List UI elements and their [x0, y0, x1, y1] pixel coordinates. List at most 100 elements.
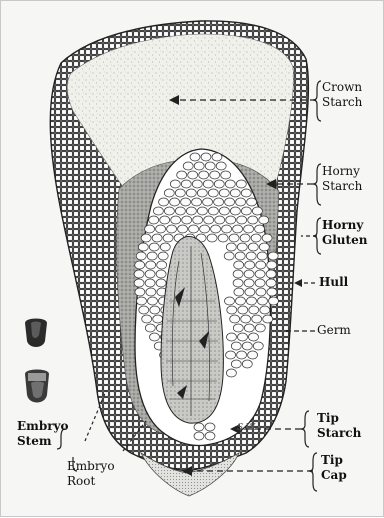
germ-cell: [134, 279, 144, 287]
germ-cell: [255, 270, 265, 278]
germ-cell: [160, 243, 170, 251]
germ-cell: [212, 153, 222, 161]
germ-cell: [237, 216, 247, 224]
germ-cell: [141, 234, 151, 242]
germ-cell: [148, 297, 158, 305]
germ-cell: [194, 432, 204, 440]
germ-cell: [171, 216, 181, 224]
kernel-thumbnail-bottom: [25, 370, 49, 403]
germ-cell: [247, 297, 257, 305]
germ-cell: [244, 324, 254, 332]
germ-cell: [257, 252, 267, 260]
germ-cell: [227, 333, 237, 341]
label-tip-cap: Tip Cap: [321, 453, 347, 483]
germ-cell: [246, 252, 256, 260]
germ-cell: [189, 225, 199, 233]
germ-cell: [244, 225, 254, 233]
germ-cell: [237, 243, 247, 251]
germ-cell: [241, 207, 251, 215]
germ-cell: [138, 243, 148, 251]
germ-cell: [219, 189, 229, 197]
label-horny-gluten: Horny Gluten: [322, 218, 367, 248]
label-tip-starch: Tip Starch: [317, 411, 361, 441]
germ-cell: [240, 234, 250, 242]
germ-cell: [248, 351, 258, 359]
germ-cell: [146, 261, 156, 269]
germ-cell: [242, 342, 252, 350]
germ-cell: [167, 225, 177, 233]
germ-cell: [192, 180, 202, 188]
germ-cell: [229, 234, 239, 242]
germ-cell: [244, 279, 254, 287]
germ-cell: [145, 279, 155, 287]
germ-cell: [234, 261, 244, 269]
germ-cell: [251, 234, 261, 242]
germ-cell: [255, 324, 265, 332]
germ-cell: [156, 279, 166, 287]
germ-cell: [181, 198, 191, 206]
germ-cell: [233, 279, 243, 287]
germ-cell: [231, 342, 241, 350]
germ-cell: [256, 261, 266, 269]
germ-cell: [233, 324, 243, 332]
germ-cell: [194, 162, 204, 170]
germ-cell: [163, 234, 173, 242]
germ-cell: [242, 360, 252, 368]
germ-cell: [230, 207, 240, 215]
germ-cell: [236, 180, 246, 188]
germ-cell: [245, 261, 255, 269]
germ-cell: [253, 342, 263, 350]
germ-cell: [152, 234, 162, 242]
germ-cell: [233, 225, 243, 233]
germ-cell: [150, 333, 160, 341]
germ-cell: [226, 216, 236, 224]
germ-cell: [224, 252, 234, 260]
germ-cell: [134, 270, 144, 278]
germ-cell: [256, 288, 266, 296]
germ-cell: [156, 225, 166, 233]
germ-cell: [183, 162, 193, 170]
germ-cell: [201, 153, 211, 161]
germ-cell: [226, 351, 236, 359]
germ-cell: [149, 243, 159, 251]
germ-cell: [188, 171, 198, 179]
label-germ: Germ: [317, 323, 351, 338]
germ-cell: [216, 162, 226, 170]
germ-cell: [205, 423, 215, 431]
germ-cell: [194, 423, 204, 431]
germ-cell: [218, 234, 228, 242]
germ-cell: [241, 315, 251, 323]
germ-cell: [236, 198, 246, 206]
germ-cell: [204, 216, 214, 224]
germ-cell: [137, 297, 147, 305]
germ-cell: [237, 351, 247, 359]
germ-cell: [258, 297, 268, 305]
germ-cell: [249, 306, 259, 314]
germ-cell: [230, 189, 240, 197]
germ-cell: [260, 306, 270, 314]
germ-cell: [158, 252, 168, 260]
germ-cell: [259, 216, 269, 224]
germ-cell: [208, 207, 218, 215]
germ-cell: [234, 288, 244, 296]
germ-cell: [238, 333, 248, 341]
germ-cell: [238, 306, 248, 314]
germ-cell: [236, 297, 246, 305]
germ-cell: [255, 225, 265, 233]
germ-cell: [205, 162, 215, 170]
germ-cell: [193, 216, 203, 224]
germ-cell: [203, 198, 213, 206]
germ-cell: [252, 207, 262, 215]
germ-cell: [230, 315, 240, 323]
germ-cell: [247, 198, 257, 206]
germ-cell: [190, 153, 200, 161]
germ-cell: [175, 207, 185, 215]
germ-cell: [226, 243, 236, 251]
germ-cell: [147, 252, 157, 260]
germ-cell: [226, 369, 236, 377]
germ-cell: [177, 171, 187, 179]
germ-cell: [248, 243, 258, 251]
germ-cell: [214, 198, 224, 206]
germ-cell: [266, 270, 276, 278]
germ-cell: [205, 432, 215, 440]
